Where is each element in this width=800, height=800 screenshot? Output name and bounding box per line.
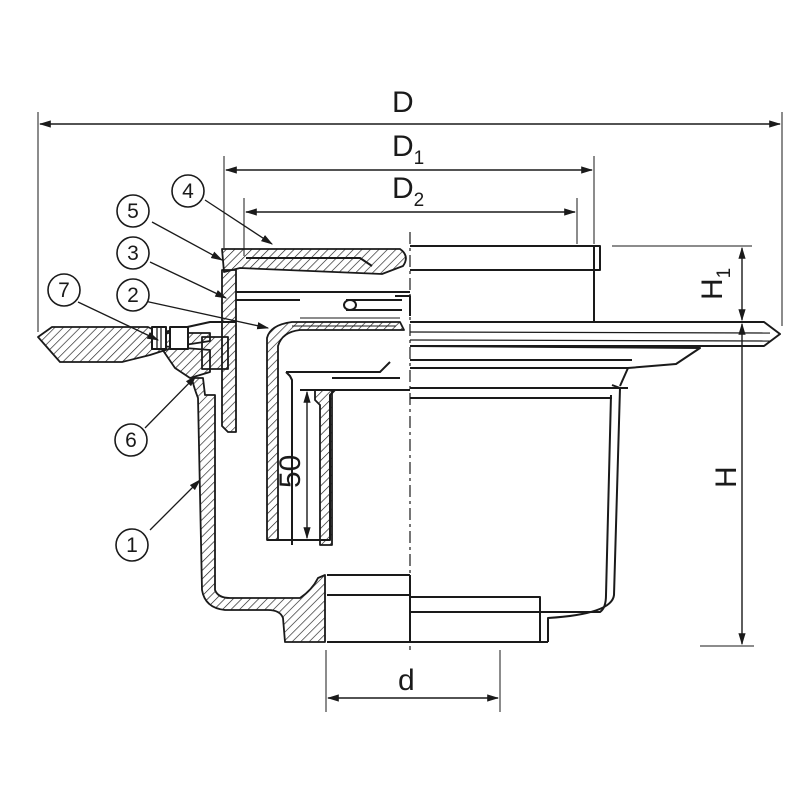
callout-6: 6 [114, 423, 148, 457]
svg-text:1: 1 [126, 534, 138, 557]
dim-label-50: 50 [274, 455, 307, 488]
odour-trap [266, 295, 411, 546]
body-right-wall [547, 384, 621, 642]
fixing-screw [151, 326, 189, 350]
svg-text:4: 4 [182, 180, 194, 203]
callout-5: 5 [116, 194, 150, 228]
grating [221, 245, 601, 275]
dim-label-d: d [398, 664, 415, 697]
body-section [191, 377, 326, 643]
svg-text:3: 3 [127, 242, 139, 265]
callout-2: 2 [116, 278, 150, 312]
svg-text:5: 5 [127, 200, 139, 223]
svg-text:2: 2 [127, 284, 139, 307]
dimension-lines [37, 112, 783, 712]
callout-3: 3 [116, 236, 150, 270]
dim-label-H1: H1 [696, 268, 735, 300]
svg-text:6: 6 [125, 429, 137, 452]
dim-label-D1: D1 [392, 130, 424, 169]
dim-label-H: H [710, 466, 743, 488]
svg-text:7: 7 [58, 279, 70, 302]
callout-1: 1 [115, 528, 149, 562]
callout-4: 4 [171, 174, 205, 208]
flange [37, 321, 781, 387]
callout-leaders [77, 199, 274, 531]
dim-label-D: D [392, 86, 414, 119]
dim-label-D2: D2 [392, 172, 424, 211]
flange-right [410, 321, 781, 347]
callout-7: 7 [47, 273, 81, 307]
